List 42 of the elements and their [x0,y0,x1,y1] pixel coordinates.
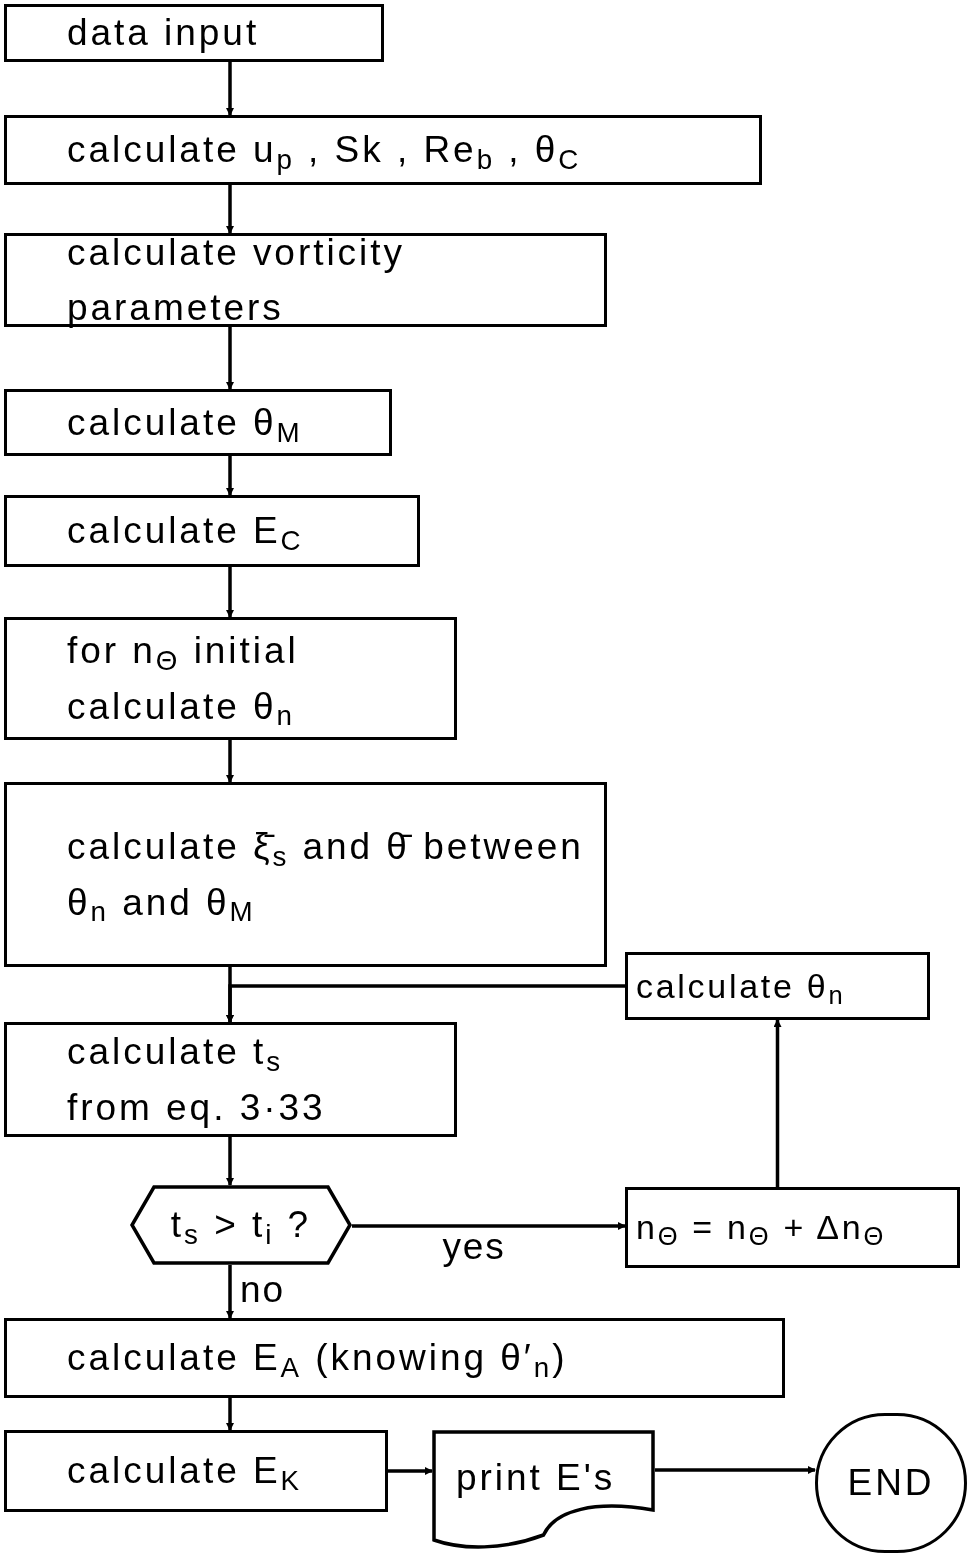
arrow [655,1466,816,1474]
arrow [226,62,234,116]
document-shape [432,1430,655,1550]
process-box [4,1022,457,1137]
arrow [226,456,234,496]
arrow [226,740,234,783]
arrow [226,185,234,234]
arrow [226,1398,234,1431]
node-text: calculate θ$_{M}$ [67,401,303,443]
process-box [4,617,457,740]
node-text: calculate θ$_{n}$ [636,966,846,1005]
process-box [4,782,607,967]
node-text: calculate E$_{A}$ (knowing θ′$_{n}$) [67,1337,568,1379]
arrow [226,1265,234,1319]
arrow [226,327,234,390]
node-text: n$_{Θ}$ = n$_{Θ}$ + Δn$_{Θ}$ [636,1208,886,1246]
node-text: calculate ξ̄$_{s}$ and θ̄ between θ$_{n}$ and θ$_{M}$ [67,826,584,923]
node-text: data input [67,12,260,54]
process-box [625,952,930,1020]
process-box [4,389,392,456]
process-box [4,1318,785,1398]
process-box [4,495,420,567]
node-text: calculate vorticity parameters [67,231,405,328]
decision-hexagon [130,1185,352,1265]
process-box [4,1430,388,1512]
arrow [226,984,625,1023]
arrow [226,567,234,618]
node-text: calculate t$_{s}$ from eq. 3·33 [67,1031,326,1128]
node-text: t$_{s}$ > t$_{i}$ ? [170,1204,312,1246]
node-text: for n$_{Θ}$ initial calculate θ$_{n}$ [67,630,299,727]
node-text: calculate E$_{K}$ [67,1450,303,1492]
node-text: print E's [456,1457,616,1499]
arrow [352,1222,626,1230]
process-box [4,4,384,62]
arrow [226,1137,234,1186]
arrow [773,1019,782,1187]
node-text: calculate E$_{C}$ [67,510,304,552]
process-box [4,115,762,185]
process-box [625,1187,960,1268]
node-text: END [847,1462,935,1504]
process-box [4,233,607,327]
arrow [388,1467,433,1475]
